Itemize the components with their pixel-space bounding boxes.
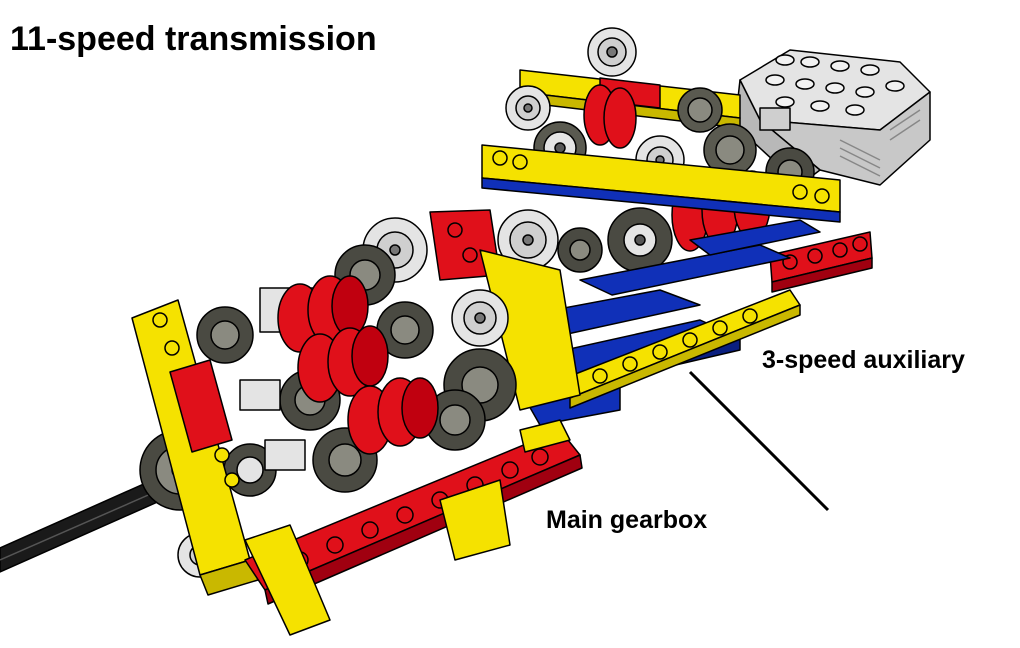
aux-front-beam [481, 144, 841, 223]
leader-line [688, 370, 830, 512]
main-shifters [239, 275, 439, 471]
main-gearbox [0, 209, 583, 636]
diagram-title: 11-speed transmission [10, 20, 377, 58]
main-gearbox-label: Main gearbox [546, 506, 708, 534]
main-front-beam [244, 419, 583, 636]
connecting-beam [559, 289, 801, 409]
main-gears [139, 217, 517, 578]
auxiliary-label: 3-speed auxiliary [762, 346, 965, 374]
auxiliary-gearbox [481, 27, 931, 293]
aux-right-red-beam [769, 231, 873, 293]
